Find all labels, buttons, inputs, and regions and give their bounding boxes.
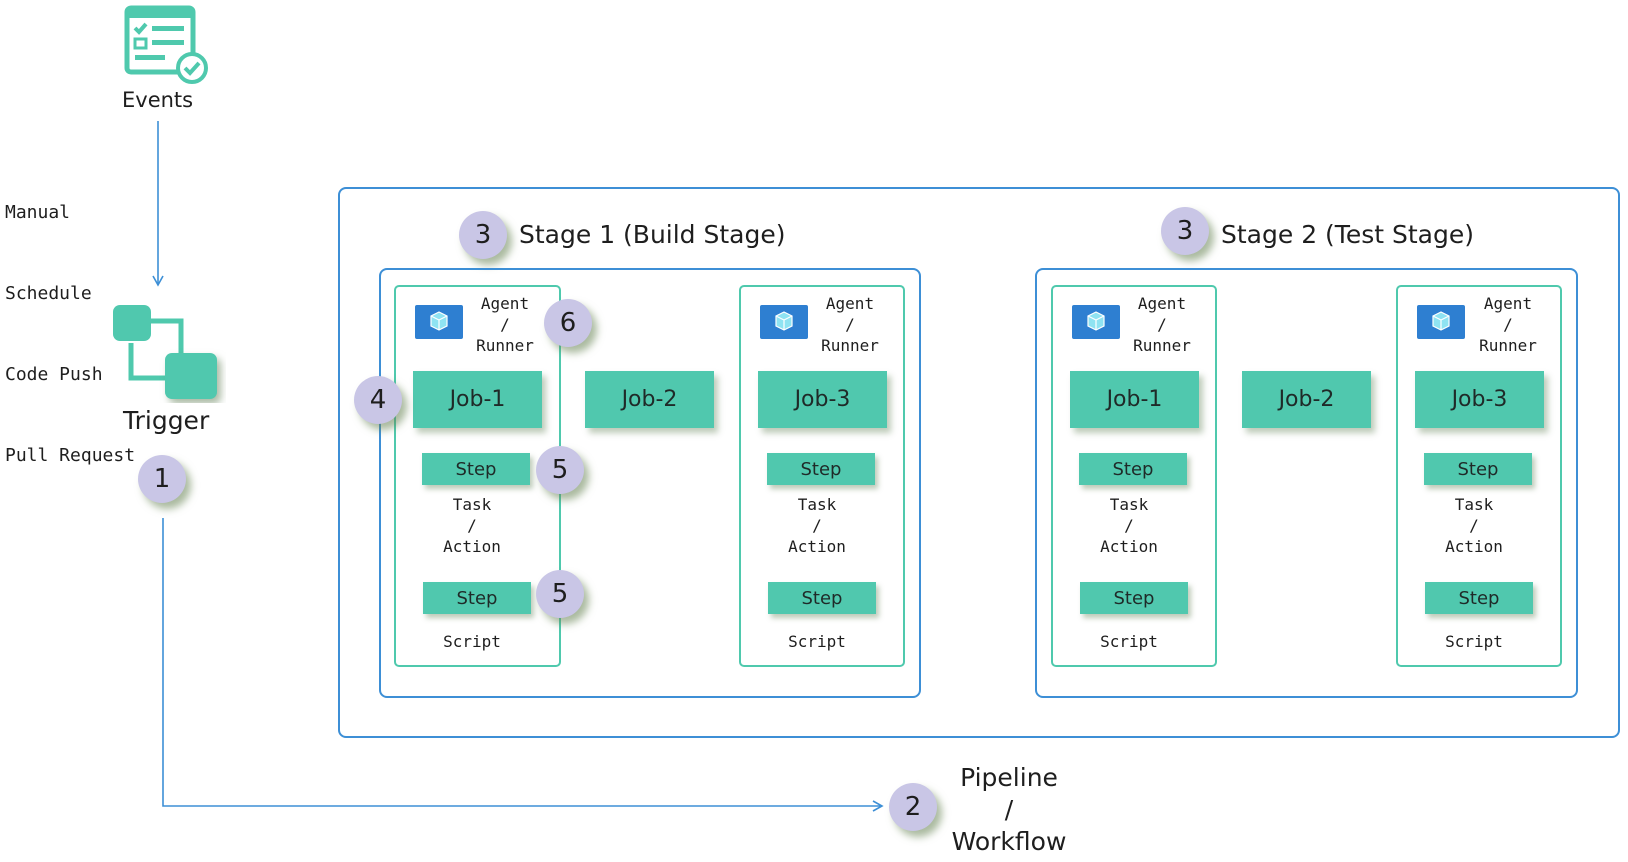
stage2-job3-task-label: Task / Action [1445, 495, 1503, 556]
stage1-job1-task-label: Task / Action [443, 495, 501, 556]
stage1-job3-step1[interactable]: Step [767, 453, 875, 485]
stage1-job1[interactable]: Job-1 [413, 371, 542, 428]
stage1-job1-step1[interactable]: Step [422, 453, 530, 485]
stage1-job1-script-label: Script [443, 632, 501, 651]
stage1-job3-step2[interactable]: Step [768, 582, 876, 614]
stage2-job3-agent-label: Agent / Runner [1479, 294, 1537, 355]
stage2-container [1035, 268, 1578, 698]
job-badge: 4 [354, 376, 402, 424]
events-icon [124, 5, 208, 85]
stage1-container [379, 268, 921, 698]
trigger-icon [111, 303, 226, 403]
stage2-job3-step1[interactable]: Step [1424, 453, 1532, 485]
stage1-job3-task-label: Task / Action [788, 495, 846, 556]
trigger-type-code-push: Code Push [5, 364, 103, 385]
trigger-to-pipeline-arrow [162, 518, 884, 812]
agent-badge: 6 [544, 299, 592, 347]
trigger-type-schedule: Schedule [5, 283, 92, 304]
stage1-job3-box [739, 285, 905, 667]
stage2-job3-box [1396, 285, 1562, 667]
trigger-badge: 1 [138, 455, 186, 503]
stage1-job2[interactable]: Job-2 [585, 371, 714, 428]
stage2-job3-agent-icon [1417, 305, 1465, 339]
stage2-badge: 3 [1161, 207, 1209, 255]
step-badge-2: 5 [536, 570, 584, 618]
stage1-job1-agent-icon [415, 305, 463, 339]
trigger-label: Trigger [123, 406, 210, 435]
trigger-type-manual: Manual [5, 202, 71, 223]
stage2-title: Stage 2 (Test Stage) [1221, 220, 1474, 249]
stage2-job1-box [1051, 285, 1217, 667]
pipeline-badge: 2 [889, 783, 937, 831]
stage1-job1-step2[interactable]: Step [423, 582, 531, 614]
trigger-type-pull-request: Pull Request [5, 445, 136, 466]
stage1-job3-agent-icon [760, 305, 808, 339]
stage2-job1-agent-icon [1072, 305, 1120, 339]
events-label: Events [122, 88, 194, 112]
stage2-job1[interactable]: Job-1 [1070, 371, 1199, 428]
stage1-job3-agent-label: Agent / Runner [821, 294, 879, 355]
stage2-job1-step2[interactable]: Step [1080, 582, 1188, 614]
stage2-job2[interactable]: Job-2 [1242, 371, 1371, 428]
stage2-job3-step2[interactable]: Step [1425, 582, 1533, 614]
pipeline-container [338, 187, 1620, 738]
stage2-job3[interactable]: Job-3 [1415, 371, 1544, 428]
stage2-job1-script-label: Script [1100, 632, 1158, 651]
stage1-badge: 3 [459, 211, 507, 259]
stage2-job1-agent-label: Agent / Runner [1133, 294, 1191, 355]
trigger-types-list: Manual Schedule Code Push Pull Request [5, 145, 135, 496]
stage2-job1-step1[interactable]: Step [1079, 453, 1187, 485]
pipeline-label: Pipeline / Workflow [951, 763, 1067, 856]
stage2-job1-task-label: Task / Action [1100, 495, 1158, 556]
stage1-title: Stage 1 (Build Stage) [519, 220, 786, 249]
stage1-job3-script-label: Script [788, 632, 846, 651]
stage1-job1-agent-label: Agent / Runner [476, 294, 534, 355]
stage2-job3-script-label: Script [1445, 632, 1503, 651]
stage1-job3[interactable]: Job-3 [758, 371, 887, 428]
step-badge-1: 5 [536, 446, 584, 494]
